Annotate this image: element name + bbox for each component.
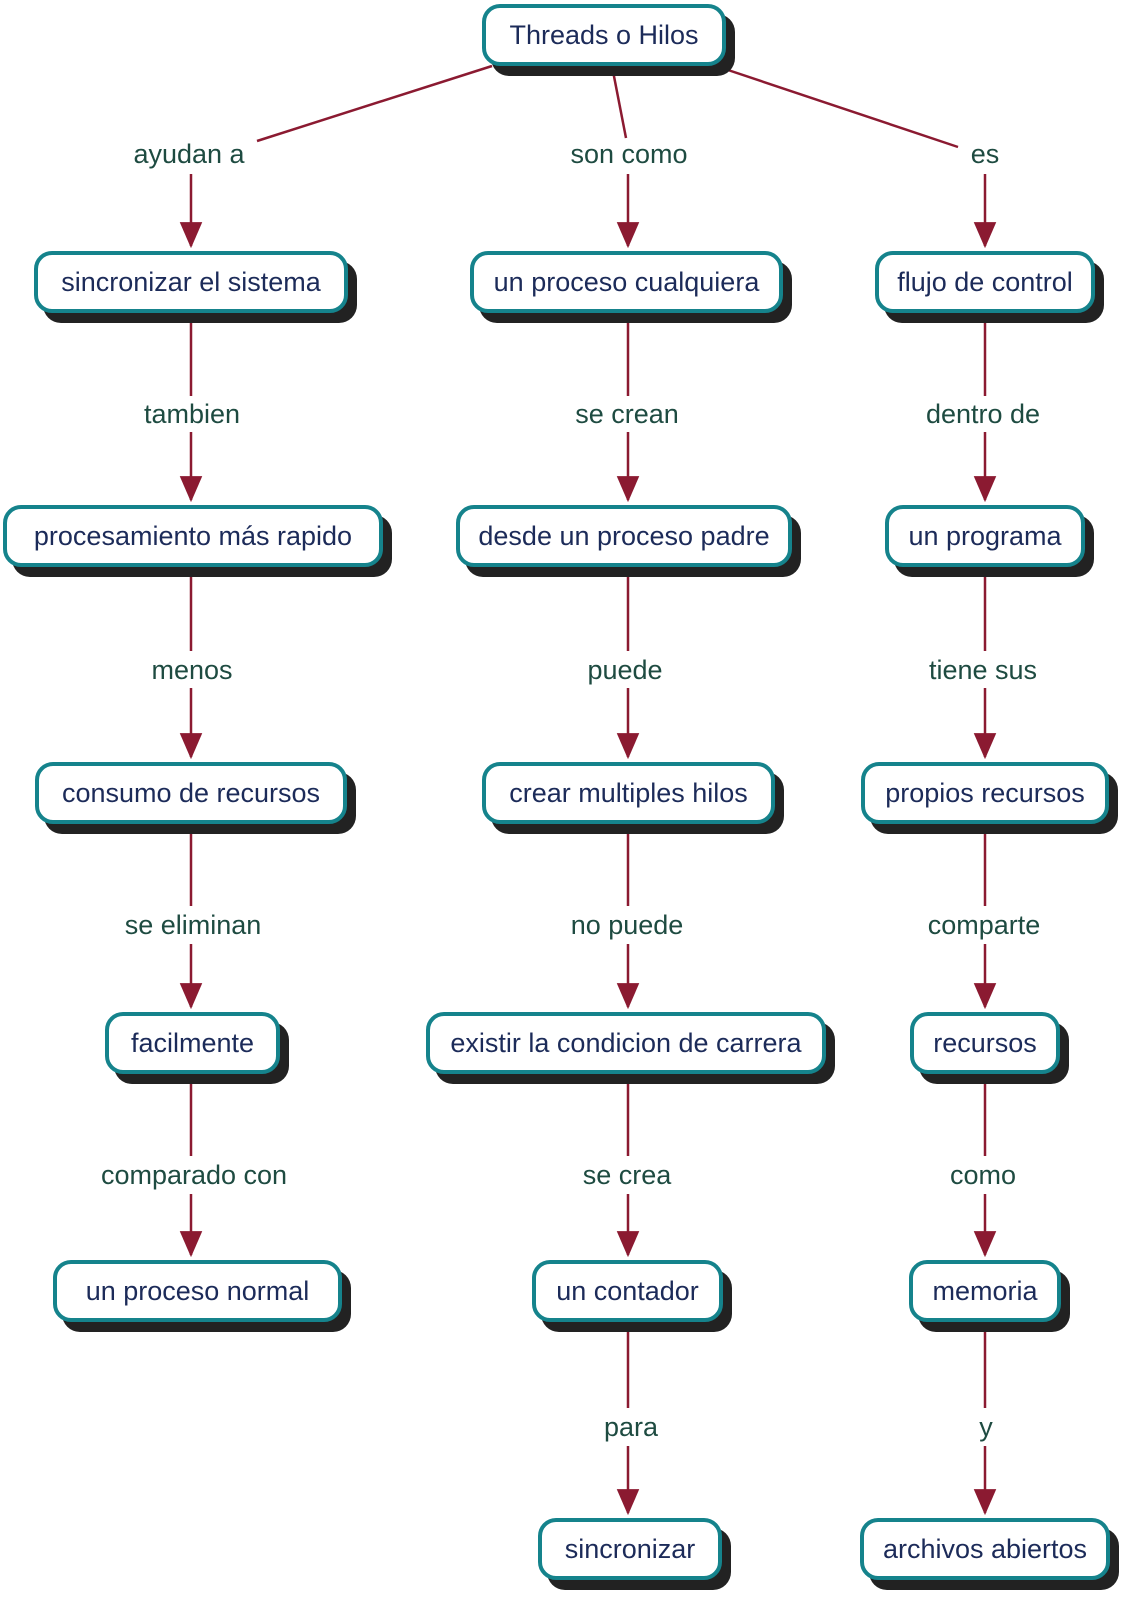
concept-node-sincronizar[interactable]: sincronizar (538, 1518, 722, 1580)
link-label-se-crea[interactable]: se crea (582, 1160, 672, 1190)
concept-node-procesamiento-mas-rapido[interactable]: procesamiento más rapido (3, 505, 383, 567)
link-label-para[interactable]: para (603, 1412, 659, 1442)
concept-node-crear-multiples-hilos[interactable]: crear multiples hilos (482, 762, 775, 824)
concept-node-desde-un-proceso-padre[interactable]: desde un proceso padre (456, 505, 792, 567)
concept-node-existir-la-condicion-de-carrera[interactable]: existir la condicion de carrera (426, 1012, 826, 1074)
link-label-ayudan-a[interactable]: ayudan a (133, 139, 245, 169)
concept-node-un-programa[interactable]: un programa (885, 505, 1085, 567)
concept-node-flujo-de-control[interactable]: flujo de control (875, 251, 1095, 313)
concept-node-propios-recursos[interactable]: propios recursos (861, 762, 1109, 824)
link-label-como[interactable]: como (949, 1160, 1017, 1190)
concept-node-consumo-de-recursos[interactable]: consumo de recursos (35, 762, 347, 824)
concept-node-facilmente[interactable]: facilmente (105, 1012, 280, 1074)
link-label-se-crean[interactable]: se crean (575, 399, 679, 429)
concept-node-recursos[interactable]: recursos (910, 1012, 1060, 1074)
link-label-son-como[interactable]: son como (570, 139, 688, 169)
link-label-puede[interactable]: puede (587, 655, 663, 685)
link-label-dentro-de[interactable]: dentro de (925, 399, 1041, 429)
link-label-comparado-con[interactable]: comparado con (100, 1160, 288, 1190)
concept-node-archivos-abiertos[interactable]: archivos abiertos (860, 1518, 1110, 1580)
link-label-menos[interactable]: menos (151, 655, 233, 685)
link-label-tambien[interactable]: tambien (143, 399, 241, 429)
concept-node-memoria[interactable]: memoria (909, 1260, 1061, 1322)
concept-node-un-proceso-normal[interactable]: un proceso normal (53, 1260, 342, 1322)
link-label-comparte[interactable]: comparte (927, 910, 1041, 940)
link-label-no-puede[interactable]: no puede (570, 910, 684, 940)
concept-node-sincronizar-el-sistema[interactable]: sincronizar el sistema (34, 251, 348, 313)
concept-node-un-proceso-cualquiera[interactable]: un proceso cualquiera (470, 251, 783, 313)
link-label-se-eliminan[interactable]: se eliminan (124, 910, 262, 940)
concept-node-un-contador[interactable]: un contador (532, 1260, 723, 1322)
concept-node-threads-o-hilos[interactable]: Threads o Hilos (482, 4, 726, 66)
link-label-y[interactable]: y (979, 1412, 993, 1442)
link-label-es[interactable]: es (970, 139, 1000, 169)
link-label-tiene-sus[interactable]: tiene sus (928, 655, 1038, 685)
